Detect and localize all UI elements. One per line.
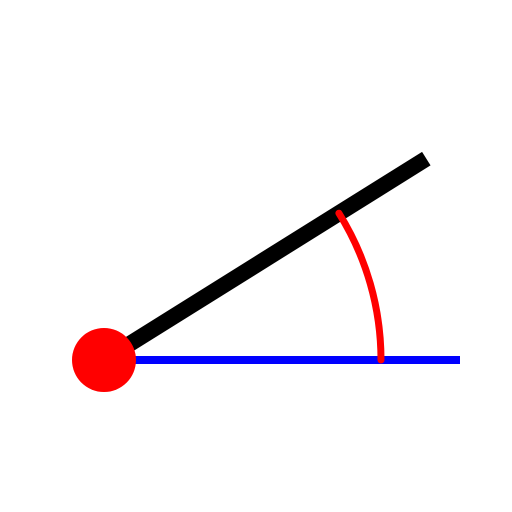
angle-arc — [335, 209, 385, 364]
rotated-ray — [99, 151, 431, 367]
vertex-point — [72, 328, 136, 392]
